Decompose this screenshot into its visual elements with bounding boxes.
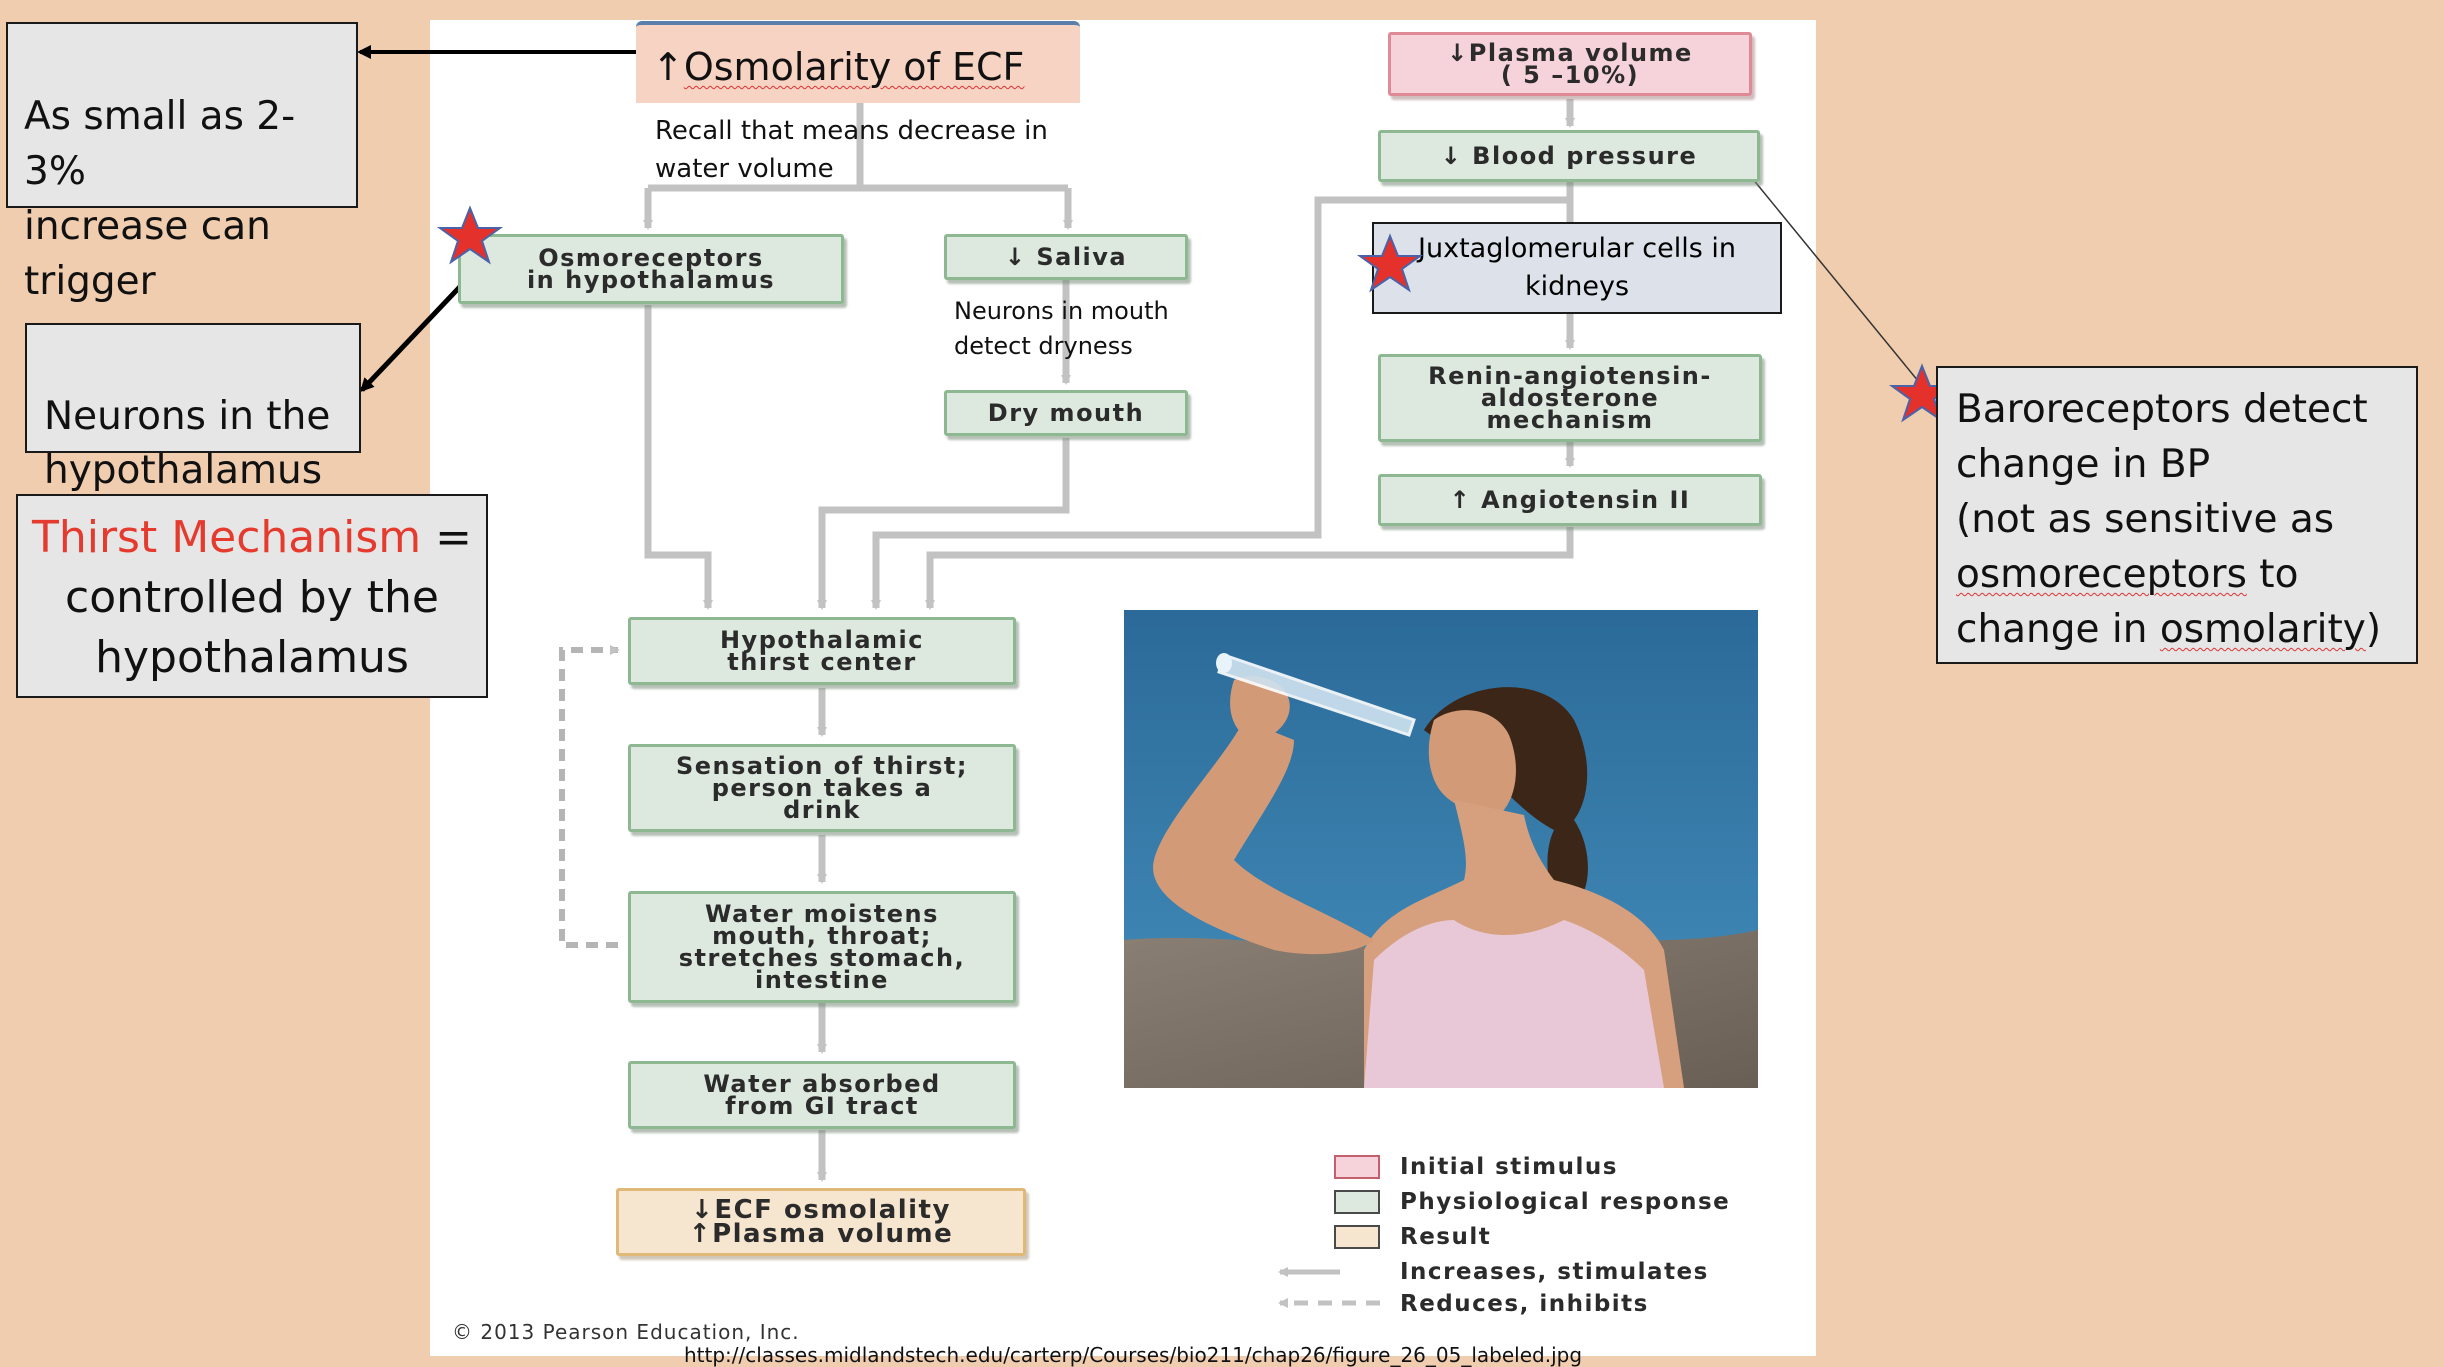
legend-swatch-result xyxy=(1334,1225,1380,1249)
osmoreceptors-box: Osmoreceptors in hypothalamus xyxy=(458,234,844,304)
legend-swatch-response xyxy=(1334,1190,1380,1214)
thirst-controlled-text: controlled by the hypothalamus xyxy=(65,572,439,683)
trigger-callout: As small as 2-3% increase can trigger xyxy=(6,22,358,304)
juxtaglomerular-label: Juxtaglomerular cells in kidneys xyxy=(1418,233,1736,302)
baro-line-3: (not as sensitive as xyxy=(1956,497,2335,542)
sensation-box: Sensation of thirst; person takes a drin… xyxy=(628,744,1016,832)
baroreceptors-callout: Baroreceptors detect change in BP (not a… xyxy=(1936,366,2418,664)
osmolarity-label: Osmolarity of ECF xyxy=(683,45,1025,89)
recall-note: Recall that means decrease in water volu… xyxy=(655,116,1048,184)
baro-line-2: change in BP xyxy=(1956,442,2211,487)
raas-box: Renin-angiotensin- aldosterone mechanism xyxy=(1378,354,1762,442)
thirst-mechanism-label: Thirst Mechanism xyxy=(31,512,422,563)
thirst-center-box: Hypothalamic thirst center xyxy=(628,617,1016,685)
trigger-text: As small as 2-3% increase can trigger xyxy=(24,94,296,304)
baro-change-in: change in xyxy=(1956,607,2160,652)
copyright: © 2013 Pearson Education, Inc. xyxy=(452,1320,800,1344)
neurons-callout: Neurons in the hypothalamus xyxy=(25,323,361,493)
baro-osmolarity-word: osmolarity xyxy=(2159,607,2366,652)
legend-swatch-initial xyxy=(1334,1155,1380,1179)
blood-pressure-box: ↓ Blood pressure xyxy=(1378,130,1760,182)
legend-label-response: Physiological response xyxy=(1400,1189,1731,1215)
osmolarity-box: ↑Osmolarity of ECF xyxy=(636,21,1080,103)
neurons-text: Neurons in the hypothalamus xyxy=(44,394,331,493)
baro-line-4: osmoreceptors to xyxy=(1956,547,2416,602)
juxtaglomerular-box: Juxtaglomerular cells in kidneys xyxy=(1372,222,1782,314)
thirst-mechanism-callout: Thirst Mechanism = controlled by the hyp… xyxy=(16,494,488,698)
baro-line-1: Baroreceptors detect xyxy=(1956,387,2368,432)
baro-osmoreceptors-word: osmoreceptors xyxy=(1956,552,2247,597)
up-arrow-icon: ↑ xyxy=(652,45,684,89)
thirst-heading-line: Thirst Mechanism = xyxy=(18,508,486,568)
legend-label-initial: Initial stimulus xyxy=(1400,1154,1618,1180)
drinking-woman-photo xyxy=(1124,610,1758,1088)
water-absorbed-box: Water absorbed from GI tract xyxy=(628,1061,1016,1129)
water-moistens-box: Water moistens mouth, throat; stretches … xyxy=(628,891,1016,1003)
baro-to-word: to xyxy=(2246,552,2299,597)
legend-label-reduces: Reduces, inhibits xyxy=(1400,1291,1649,1317)
legend-label-increases: Increases, stimulates xyxy=(1400,1259,1709,1285)
legend-label-result: Result xyxy=(1400,1224,1492,1250)
result-box: ↓ECF osmolality ↑Plasma volume xyxy=(616,1188,1026,1256)
angiotensin-box: ↑ Angiotensin II xyxy=(1378,474,1762,526)
dry-mouth-box: Dry mouth xyxy=(944,390,1188,436)
plasma-volume-box: ↓Plasma volume ( 5 –10%) xyxy=(1388,32,1752,96)
source-url[interactable]: http://classes.midlandstech.edu/carterp/… xyxy=(684,1343,1583,1367)
baro-line-5: change in osmolarity) xyxy=(1956,602,2416,657)
baro-close-paren: ) xyxy=(2365,607,2382,652)
thirst-equals: = xyxy=(421,512,473,563)
saliva-box: ↓ Saliva xyxy=(944,234,1188,280)
mouth-note: Neurons in mouth detect dryness xyxy=(954,297,1169,360)
